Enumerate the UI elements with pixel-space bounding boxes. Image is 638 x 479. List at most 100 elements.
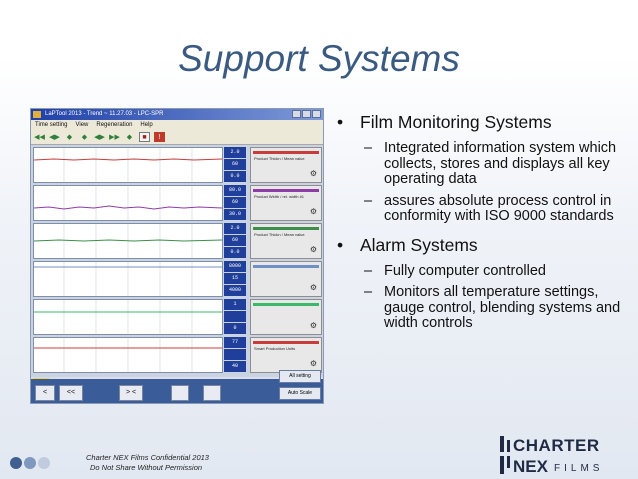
trend-line xyxy=(34,158,222,161)
settings-icon[interactable]: ⚙ xyxy=(309,321,317,330)
channel-label: Product Thickn / Mean value xyxy=(254,232,305,237)
minimize-icon[interactable] xyxy=(292,110,301,118)
sub-bullet: – Monitors all temperature settings, gau… xyxy=(336,284,631,332)
bullet-dot-icon: • xyxy=(337,234,344,255)
dash-icon: – xyxy=(364,284,373,300)
value-box: 77 xyxy=(224,337,246,348)
sub-bullet-text: Fully computer controlled xyxy=(384,262,546,279)
fast-forward-icon[interactable]: ▶▶ xyxy=(109,134,120,141)
menu-item[interactable]: View xyxy=(75,122,89,128)
first-button[interactable]: << xyxy=(59,385,83,401)
trend-strip xyxy=(33,261,223,297)
channel-color-bar xyxy=(253,227,319,230)
stop-icon[interactable]: ■ xyxy=(139,132,150,142)
app-toolbar: ◀◀ ◀▶ ◆ ◆ ◀▶ ▶▶ ◆ ■ ! xyxy=(31,130,323,145)
forward-icon[interactable]: ◆ xyxy=(81,134,88,141)
settings-icon[interactable]: ⚙ xyxy=(309,207,317,216)
sub-bullet-text: assures absolute process control in conf… xyxy=(384,192,614,224)
sub-bullet-text: Monitors all temperature settings, gauge… xyxy=(384,284,621,331)
footer: Charter NEX Films Confidential 2013 Do N… xyxy=(86,453,209,473)
settings-icon[interactable]: ⚙ xyxy=(309,359,317,368)
app-icon xyxy=(33,111,41,118)
channel-label: Product Width / rel. width #1 xyxy=(254,194,305,199)
value-box: 0 xyxy=(224,323,246,334)
charter-nex-films-logo: CHARTER NEX FILMS xyxy=(500,436,603,476)
channel-label: Product Thickn / Mean value xyxy=(254,156,305,161)
channel-panel[interactable]: Smart Production Units ⚙ xyxy=(250,337,322,373)
monitoring-app-screenshot: LaPTool 2013 - Trend ~ 11.27.03 - LPC-SP… xyxy=(30,108,324,404)
app-menubar: Time setting View Regeneration Help xyxy=(31,120,323,130)
logo-nex: NEX xyxy=(513,457,549,476)
rewind-icon[interactable]: ◀◀ xyxy=(34,134,45,141)
slide-title: Support Systems xyxy=(178,38,460,79)
bullet-item: • Film Monitoring Systems xyxy=(336,112,631,133)
trend-strip xyxy=(33,147,223,183)
step-forward-icon[interactable]: ◀▶ xyxy=(94,134,105,141)
back-icon[interactable]: ◆ xyxy=(66,134,73,141)
menu-item[interactable]: Regeneration xyxy=(96,122,133,128)
channel-color-bar xyxy=(253,151,319,154)
channel-color-bar xyxy=(253,189,319,192)
bullet-text: Alarm Systems xyxy=(360,234,478,255)
dash-icon: – xyxy=(364,192,373,209)
next-button[interactable]: > < xyxy=(119,385,143,401)
settings-icon[interactable]: ⚙ xyxy=(309,283,317,292)
channel-color-bar xyxy=(253,341,319,344)
value-box: 4000 xyxy=(224,285,246,296)
sub-bullet-group: – Fully computer controlled – Monitors a… xyxy=(336,262,631,332)
value-box: 1 xyxy=(224,299,246,310)
app-nav-bar: < << > < xyxy=(31,379,323,403)
channel-panel[interactable]: Product Width / rel. width #1 ⚙ xyxy=(250,185,322,221)
value-box: 8000 xyxy=(224,261,246,272)
channel-panel[interactable]: Product Thickn / Mean value ⚙ xyxy=(250,147,322,183)
bullet-item: • Alarm Systems xyxy=(336,235,631,256)
alarm-icon[interactable]: ! xyxy=(154,132,165,142)
trend-strip xyxy=(33,185,223,221)
trend-line xyxy=(34,205,222,210)
dash-icon: – xyxy=(364,140,373,156)
close-icon[interactable] xyxy=(312,110,321,118)
channel-panel[interactable]: ⚙ xyxy=(250,261,322,297)
bullet-text: Film Monitoring Systems xyxy=(360,112,552,132)
all-setting-button[interactable]: All setting xyxy=(279,370,321,383)
zoom-icon[interactable]: ◆ xyxy=(126,134,133,141)
trend-strip xyxy=(33,337,223,373)
app-titlebar: LaPTool 2013 - Trend ~ 11.27.03 - LPC-SP… xyxy=(31,109,323,120)
channel-panel[interactable]: ⚙ xyxy=(250,299,322,335)
value-box: 0.0 xyxy=(224,171,246,182)
sub-bullet: – Fully computer controlled xyxy=(336,262,631,280)
trend-charts xyxy=(33,147,223,375)
value-box xyxy=(224,349,246,360)
logo-charter: CHARTER xyxy=(513,436,600,455)
menu-item[interactable]: Time setting xyxy=(35,122,68,128)
app-title: LaPTool 2013 - Trend ~ 11.27.03 - LPC-SP… xyxy=(45,111,164,117)
value-box: 2.0 xyxy=(224,223,246,234)
trend-line xyxy=(34,239,222,242)
value-box: 60 xyxy=(224,197,246,208)
value-box xyxy=(224,311,246,322)
settings-icon[interactable]: ⚙ xyxy=(309,245,317,254)
value-box: 40 xyxy=(224,361,246,372)
footer-permission: Do Not Share Without Permission xyxy=(90,463,203,472)
value-column: 2.0 60 0.0 80.0 60 30.0 2.0 60 0.0 8000 … xyxy=(224,147,248,375)
channel-panel[interactable]: Product Thickn / Mean value ⚙ xyxy=(250,223,322,259)
prev-button[interactable]: < xyxy=(35,385,55,401)
value-box: 80.0 xyxy=(224,185,246,196)
logo-films: FILMS xyxy=(554,463,603,474)
channel-color-bar xyxy=(253,303,319,306)
nav-button-blank[interactable] xyxy=(203,385,221,401)
maximize-icon[interactable] xyxy=(302,110,311,118)
value-box: 2.0 xyxy=(224,147,246,158)
value-box: 30.0 xyxy=(224,209,246,220)
footer-confidential: Charter NEX Films Confidential 2013 xyxy=(86,453,209,462)
nav-button-blank[interactable] xyxy=(171,385,189,401)
trend-strip xyxy=(33,299,223,335)
menu-item[interactable]: Help xyxy=(140,122,153,128)
step-back-icon[interactable]: ◀▶ xyxy=(49,134,60,141)
dash-icon: – xyxy=(364,262,373,279)
settings-icon[interactable]: ⚙ xyxy=(309,169,317,178)
auto-scale-button[interactable]: Auto Scale xyxy=(279,387,321,400)
sub-bullet-group: – Integrated information system which co… xyxy=(336,140,631,225)
value-box: 0.0 xyxy=(224,247,246,258)
